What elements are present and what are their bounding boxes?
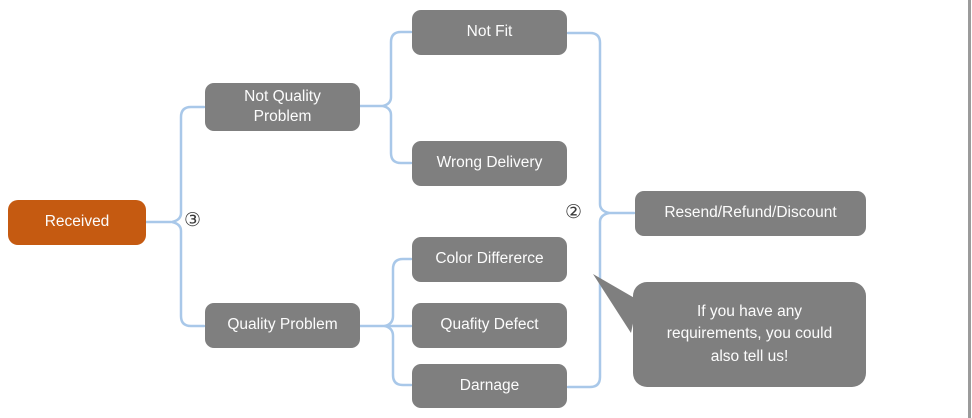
speech-bubble-tail bbox=[593, 274, 638, 333]
node-resend-refund-discount: Resend/Refund/Discount bbox=[635, 191, 866, 236]
connector-left-bracket bbox=[171, 105, 206, 328]
branch-marker-3: ③ bbox=[184, 210, 202, 231]
node-quafity-defect: Quafity Defect bbox=[412, 303, 567, 348]
right-edge-divider bbox=[968, 0, 971, 418]
speech-bubble-note: If you have any requirements, you could … bbox=[633, 282, 866, 387]
node-not-fit: Not Fit bbox=[412, 10, 567, 55]
node-wrong-delivery: Wrong Delivery bbox=[412, 141, 567, 186]
node-not-quality-problem: Not Quality Problem bbox=[205, 83, 360, 131]
node-darnage: Darnage bbox=[412, 364, 567, 408]
node-color-differerce: Color Differerce bbox=[412, 237, 567, 282]
node-quality-problem: Quality Problem bbox=[205, 303, 360, 348]
node-received: Received bbox=[8, 200, 146, 245]
branch-marker-2: ② bbox=[565, 202, 583, 223]
connector-quality-bracket bbox=[384, 257, 413, 387]
connector-not-quality-bracket bbox=[382, 30, 413, 165]
